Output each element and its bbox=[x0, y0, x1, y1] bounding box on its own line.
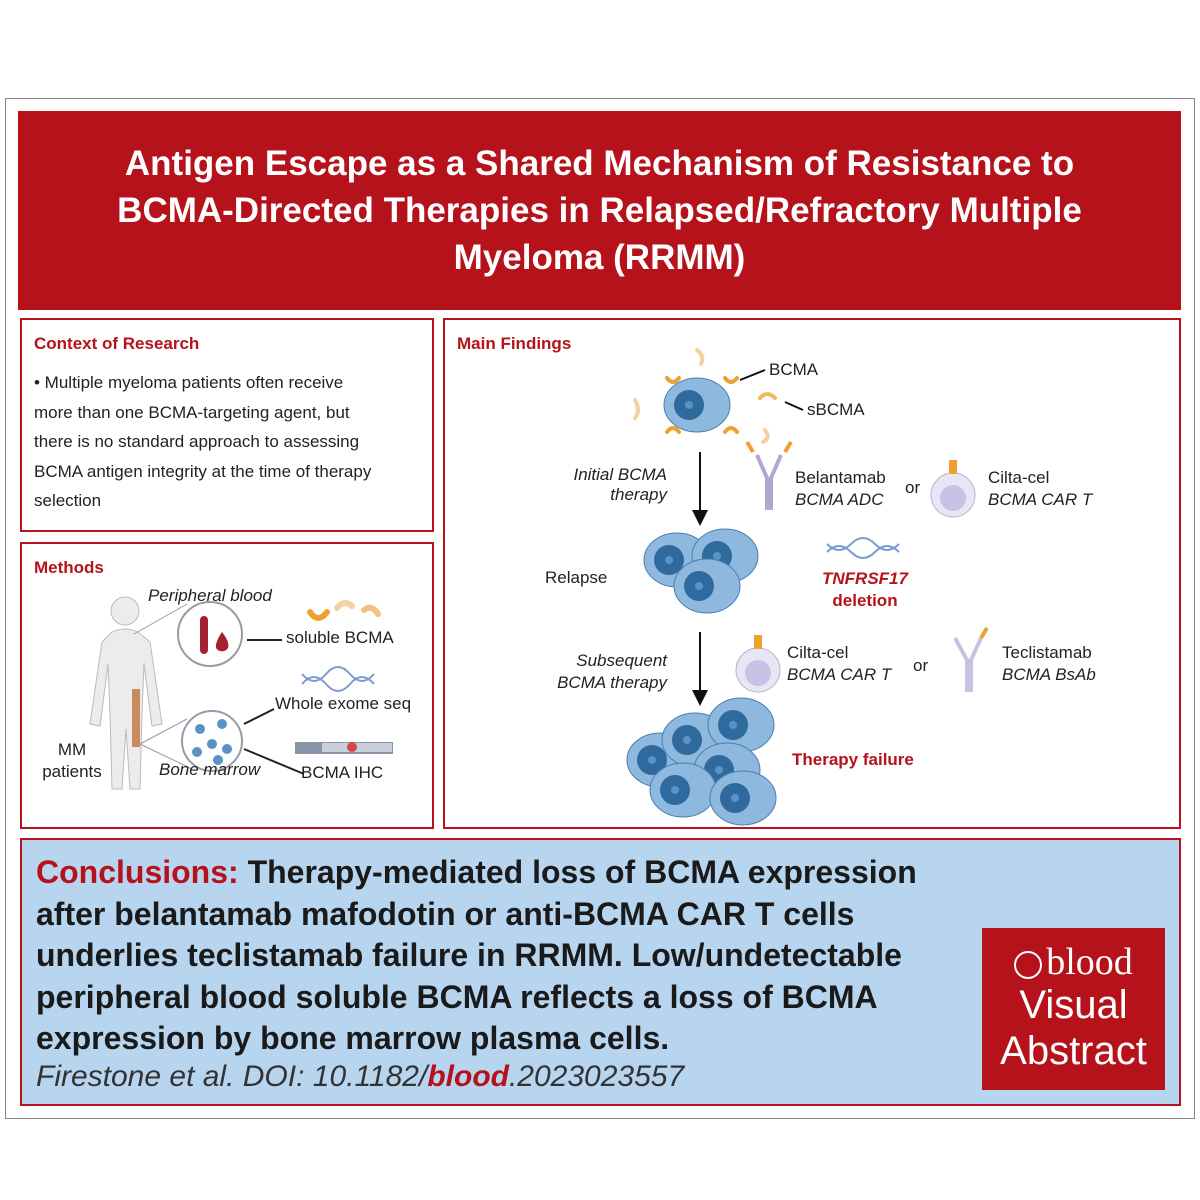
methods-heading: Methods bbox=[34, 558, 104, 577]
femur-icon bbox=[132, 689, 140, 747]
blood-drop-icon bbox=[215, 632, 229, 652]
relapse-label: Relapse bbox=[545, 568, 608, 587]
findings-heading: Main Findings bbox=[457, 334, 572, 353]
logo-line1: Visual bbox=[1019, 983, 1128, 1027]
bcma-label: BCMA bbox=[769, 360, 819, 379]
citation[interactable]: Firestone et al. DOI: 10.1182/blood.2023… bbox=[36, 1060, 685, 1093]
blood-visual-abstract-logo: blood Visual Abstract bbox=[982, 928, 1165, 1090]
antibody-drug-conjugate-icon bbox=[745, 440, 793, 510]
or-label: or bbox=[905, 478, 921, 497]
bispecific-antibody-icon bbox=[953, 626, 989, 692]
logo-line2: Abstract bbox=[1000, 1029, 1147, 1073]
zoom-line bbox=[133, 603, 188, 635]
dna-icon bbox=[826, 537, 900, 559]
bcma-ihc-label: BCMA IHC bbox=[301, 763, 384, 782]
findings-illustration bbox=[626, 348, 989, 826]
soluble-bcma-icon bbox=[307, 600, 381, 621]
therapy-failure-label: Therapy failure bbox=[792, 750, 914, 769]
journal-seal-icon bbox=[1014, 951, 1043, 980]
logo-brand: blood bbox=[982, 942, 1165, 982]
methods-illustration bbox=[89, 596, 393, 790]
sbcma-label: sBCMA bbox=[807, 400, 865, 419]
mm-patients-label: MM patients bbox=[42, 740, 102, 781]
context-heading: Context of Research bbox=[34, 334, 200, 353]
outer-frame bbox=[5, 98, 1195, 1119]
relapse-cells-icon bbox=[643, 528, 759, 614]
dna-icon bbox=[301, 666, 375, 692]
peripheral-blood-label: Peripheral blood bbox=[148, 586, 272, 605]
or-label-2: or bbox=[913, 656, 929, 675]
car-t-cell-icon bbox=[930, 460, 976, 518]
conclusions-text: Conclusions: Therapy-mediated loss of BC… bbox=[36, 854, 917, 1056]
human-body-icon bbox=[89, 596, 163, 790]
whole-exome-label: Whole exome seq bbox=[275, 694, 412, 713]
methods-panel: Methods Peripheral blood soluble BCMA Wh… bbox=[20, 542, 434, 829]
bcma-receptor-icon bbox=[633, 348, 777, 444]
bone-marrow-label: Bone marrow bbox=[159, 760, 261, 779]
failure-cells-icon bbox=[626, 697, 777, 826]
slide-icon bbox=[295, 742, 393, 754]
soluble-bcma-label: soluble BCMA bbox=[286, 628, 394, 647]
blood-sample-icon bbox=[177, 601, 243, 667]
page-title: Antigen Escape as a Shared Mechanism of … bbox=[18, 111, 1181, 310]
context-panel: Context of Research • Multiple myeloma p… bbox=[20, 318, 434, 532]
myeloma-cell-icon bbox=[663, 377, 731, 433]
car-t-cell-icon bbox=[735, 635, 781, 693]
context-text: • Multiple myeloma patients often receiv… bbox=[34, 373, 372, 510]
